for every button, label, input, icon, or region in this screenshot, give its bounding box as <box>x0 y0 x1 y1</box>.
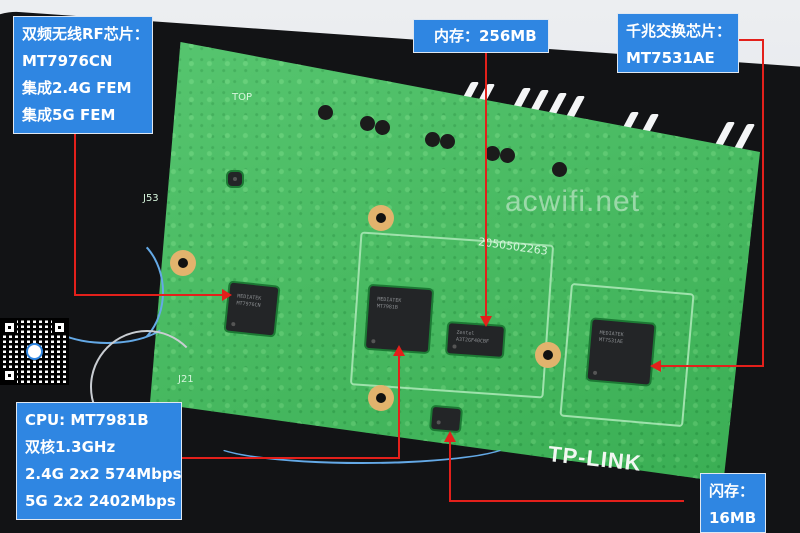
antenna-wire <box>210 420 514 464</box>
label-switch: 千兆交换芯片： MT7531AE <box>617 13 739 73</box>
label-memory-text: 内存：256MB <box>434 27 537 45</box>
qr-finder <box>52 320 67 335</box>
label-wifi-rf-fem5: 集成5G FEM <box>22 106 116 124</box>
mount-hole <box>368 205 394 231</box>
ram-chip-marking: Zentel A3T2GF40CBF <box>455 329 490 345</box>
leader-line-flash <box>449 500 684 502</box>
label-flash: 闪存： 16MB <box>700 473 766 533</box>
screw <box>485 146 500 161</box>
qr-finder <box>2 320 17 335</box>
mount-hole <box>368 385 394 411</box>
label-wifi-rf-model: MT7976CN <box>22 52 113 70</box>
inductor <box>228 172 242 186</box>
qr-logo-icon <box>26 343 43 360</box>
screw <box>440 134 455 149</box>
leader-line-switch <box>660 365 764 367</box>
label-flash-size: 16MB <box>709 509 757 527</box>
arrow-head-rf <box>222 289 232 301</box>
qr-finder <box>2 368 17 383</box>
label-cpu-model: CPU: MT7981B <box>25 411 149 429</box>
arrow-head-switch <box>650 360 661 372</box>
screw <box>500 148 515 163</box>
rf-chip: MEDIATEK MT7976CN <box>225 282 279 336</box>
screw <box>375 120 390 135</box>
switch-chip-marking: MEDIATEK MT7531AE <box>598 330 624 346</box>
label-cpu-24g: 2.4G 2x2 574Mbps <box>25 465 182 483</box>
qr-code <box>0 318 69 385</box>
cpu-chip-marking: MEDIATEK MT7981B <box>376 296 402 311</box>
label-cpu-cores: 双核1.3GHz <box>25 438 116 456</box>
label-cpu-5g: 5G 2x2 2402Mbps <box>25 492 176 510</box>
label-memory: 内存：256MB <box>413 19 549 53</box>
antenna-wire-grey <box>90 330 204 444</box>
label-switch-model: MT7531AE <box>626 49 715 67</box>
label-cpu: CPU: MT7981B 双核1.3GHz 2.4G 2x2 574Mbps 5… <box>16 402 182 520</box>
leader-line-rf <box>74 133 76 296</box>
leader-line-cpu <box>398 355 400 459</box>
label-wifi-rf: 双频无线RF芯片： MT7976CN 集成2.4G FEM 集成5G FEM <box>13 16 153 134</box>
silkscreen-j53: J53 <box>143 193 159 204</box>
label-flash-title: 闪存： <box>709 482 755 500</box>
leader-line-switch <box>728 39 764 41</box>
antenna-wire <box>60 230 164 354</box>
arrow-head-memory <box>480 316 492 327</box>
leader-line-flash <box>449 440 451 502</box>
arrow-head-flash <box>444 431 456 442</box>
label-wifi-rf-fem24: 集成2.4G FEM <box>22 79 132 97</box>
screw <box>425 132 440 147</box>
leader-line-rf <box>74 294 224 296</box>
cpu-chip: MEDIATEK MT7981B <box>365 285 433 353</box>
label-wifi-rf-title: 双频无线RF芯片： <box>22 25 149 43</box>
screw <box>318 105 333 120</box>
leader-line-memory <box>485 52 487 318</box>
arrow-head-cpu <box>393 345 405 356</box>
watermark: acwifi.net <box>505 185 641 218</box>
screw <box>552 162 567 177</box>
leader-line-cpu <box>182 457 400 459</box>
rf-chip-marking: MEDIATEK MT7976CN <box>236 293 262 309</box>
screw <box>360 116 375 131</box>
silkscreen-top: TOP <box>232 92 253 103</box>
switch-chip: MEDIATEK MT7531AE <box>587 319 655 385</box>
ram-chip: Zentel A3T2GF40CBF <box>447 323 504 357</box>
leader-line-switch <box>762 39 764 367</box>
label-switch-title: 千兆交换芯片： <box>626 22 732 40</box>
antenna-wire <box>40 280 174 344</box>
mount-hole <box>170 250 196 276</box>
mount-hole <box>535 342 561 368</box>
